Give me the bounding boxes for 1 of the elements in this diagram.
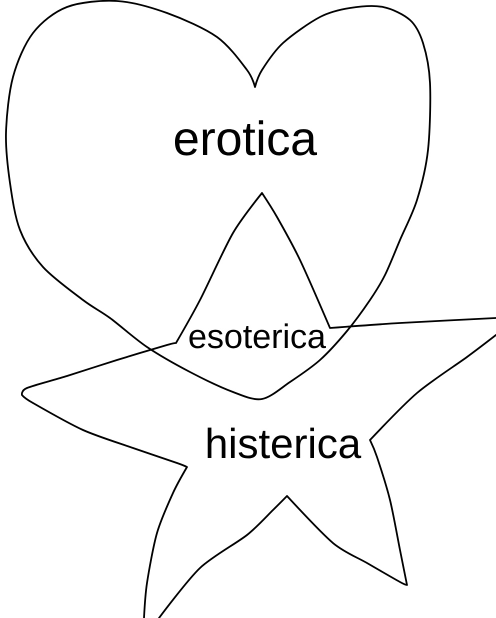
overlap-label: esoterica xyxy=(189,323,326,348)
